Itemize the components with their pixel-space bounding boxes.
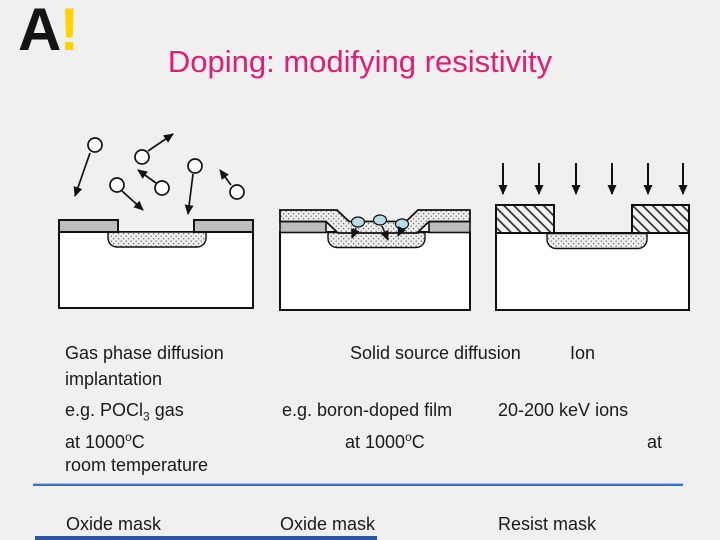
diffusion-arrows bbox=[351, 225, 407, 241]
label-pocl3-tail: gas bbox=[149, 400, 184, 420]
gas-phase-diffusion-diagram bbox=[58, 133, 254, 309]
label-temp-2: at 1000oC bbox=[345, 430, 425, 453]
oxide-mask-left-bar1 bbox=[58, 219, 119, 233]
label-temp-2-superscript: o bbox=[405, 430, 412, 444]
label-oxide-mask-1: Oxide mask bbox=[66, 514, 162, 534]
label-temp-2-main: at 1000 bbox=[345, 432, 406, 452]
divider-line bbox=[33, 483, 683, 486]
ion-beam-arrows bbox=[498, 163, 688, 195]
label-ion: Ion bbox=[570, 343, 596, 363]
label-oxide-mask-2: Oxide mask bbox=[280, 514, 376, 534]
slide-title: Doping: modifying resistivity bbox=[167, 44, 553, 79]
logo-letter-a: A bbox=[18, 0, 61, 63]
doped-region-middle bbox=[327, 231, 426, 249]
label-room-temperature: room temperature bbox=[65, 455, 209, 475]
label-temp-1: at 1000oC bbox=[65, 430, 145, 453]
ion-implantation-diagram bbox=[495, 163, 690, 311]
oxide-mask-middle-bar2 bbox=[428, 220, 471, 234]
oxide-mask-middle-bar1 bbox=[279, 220, 327, 234]
doped-region-left bbox=[107, 231, 207, 248]
logo-exclamation-icon: ! bbox=[59, 0, 79, 63]
solid-source-diffusion-diagram bbox=[279, 209, 471, 311]
resist-mask-bar2 bbox=[631, 204, 690, 234]
label-implantation-wrap: implantation bbox=[65, 369, 163, 389]
oxide-mask-left-bar2 bbox=[193, 219, 254, 233]
label-temp-1-tail: C bbox=[131, 432, 145, 452]
label-solid-source-diffusion: Solid source diffusion bbox=[350, 343, 521, 363]
label-at: at bbox=[647, 432, 663, 452]
label-temp-1-superscript: o bbox=[125, 430, 132, 444]
doped-region-right bbox=[546, 232, 648, 250]
resist-mask-bar1 bbox=[495, 204, 555, 234]
aalto-logo: A! bbox=[18, 0, 79, 63]
label-pocl3-subscript: 3 bbox=[143, 409, 150, 424]
label-resist-mask: Resist mask bbox=[498, 514, 597, 534]
bottom-accent-bar bbox=[35, 536, 377, 540]
label-temp-2-tail: C bbox=[411, 432, 425, 452]
label-pocl3-gas: e.g. POCl3 gas bbox=[65, 400, 184, 424]
label-gas-phase-diffusion: Gas phase diffusion bbox=[65, 343, 224, 363]
label-kev-ions: 20-200 keV ions bbox=[498, 400, 629, 420]
gas-molecules bbox=[73, 133, 245, 215]
label-boron-doped-film: e.g. boron-doped film bbox=[282, 400, 453, 420]
label-pocl3-main: e.g. POCl bbox=[65, 400, 144, 420]
label-temp-1-main: at 1000 bbox=[65, 432, 126, 452]
